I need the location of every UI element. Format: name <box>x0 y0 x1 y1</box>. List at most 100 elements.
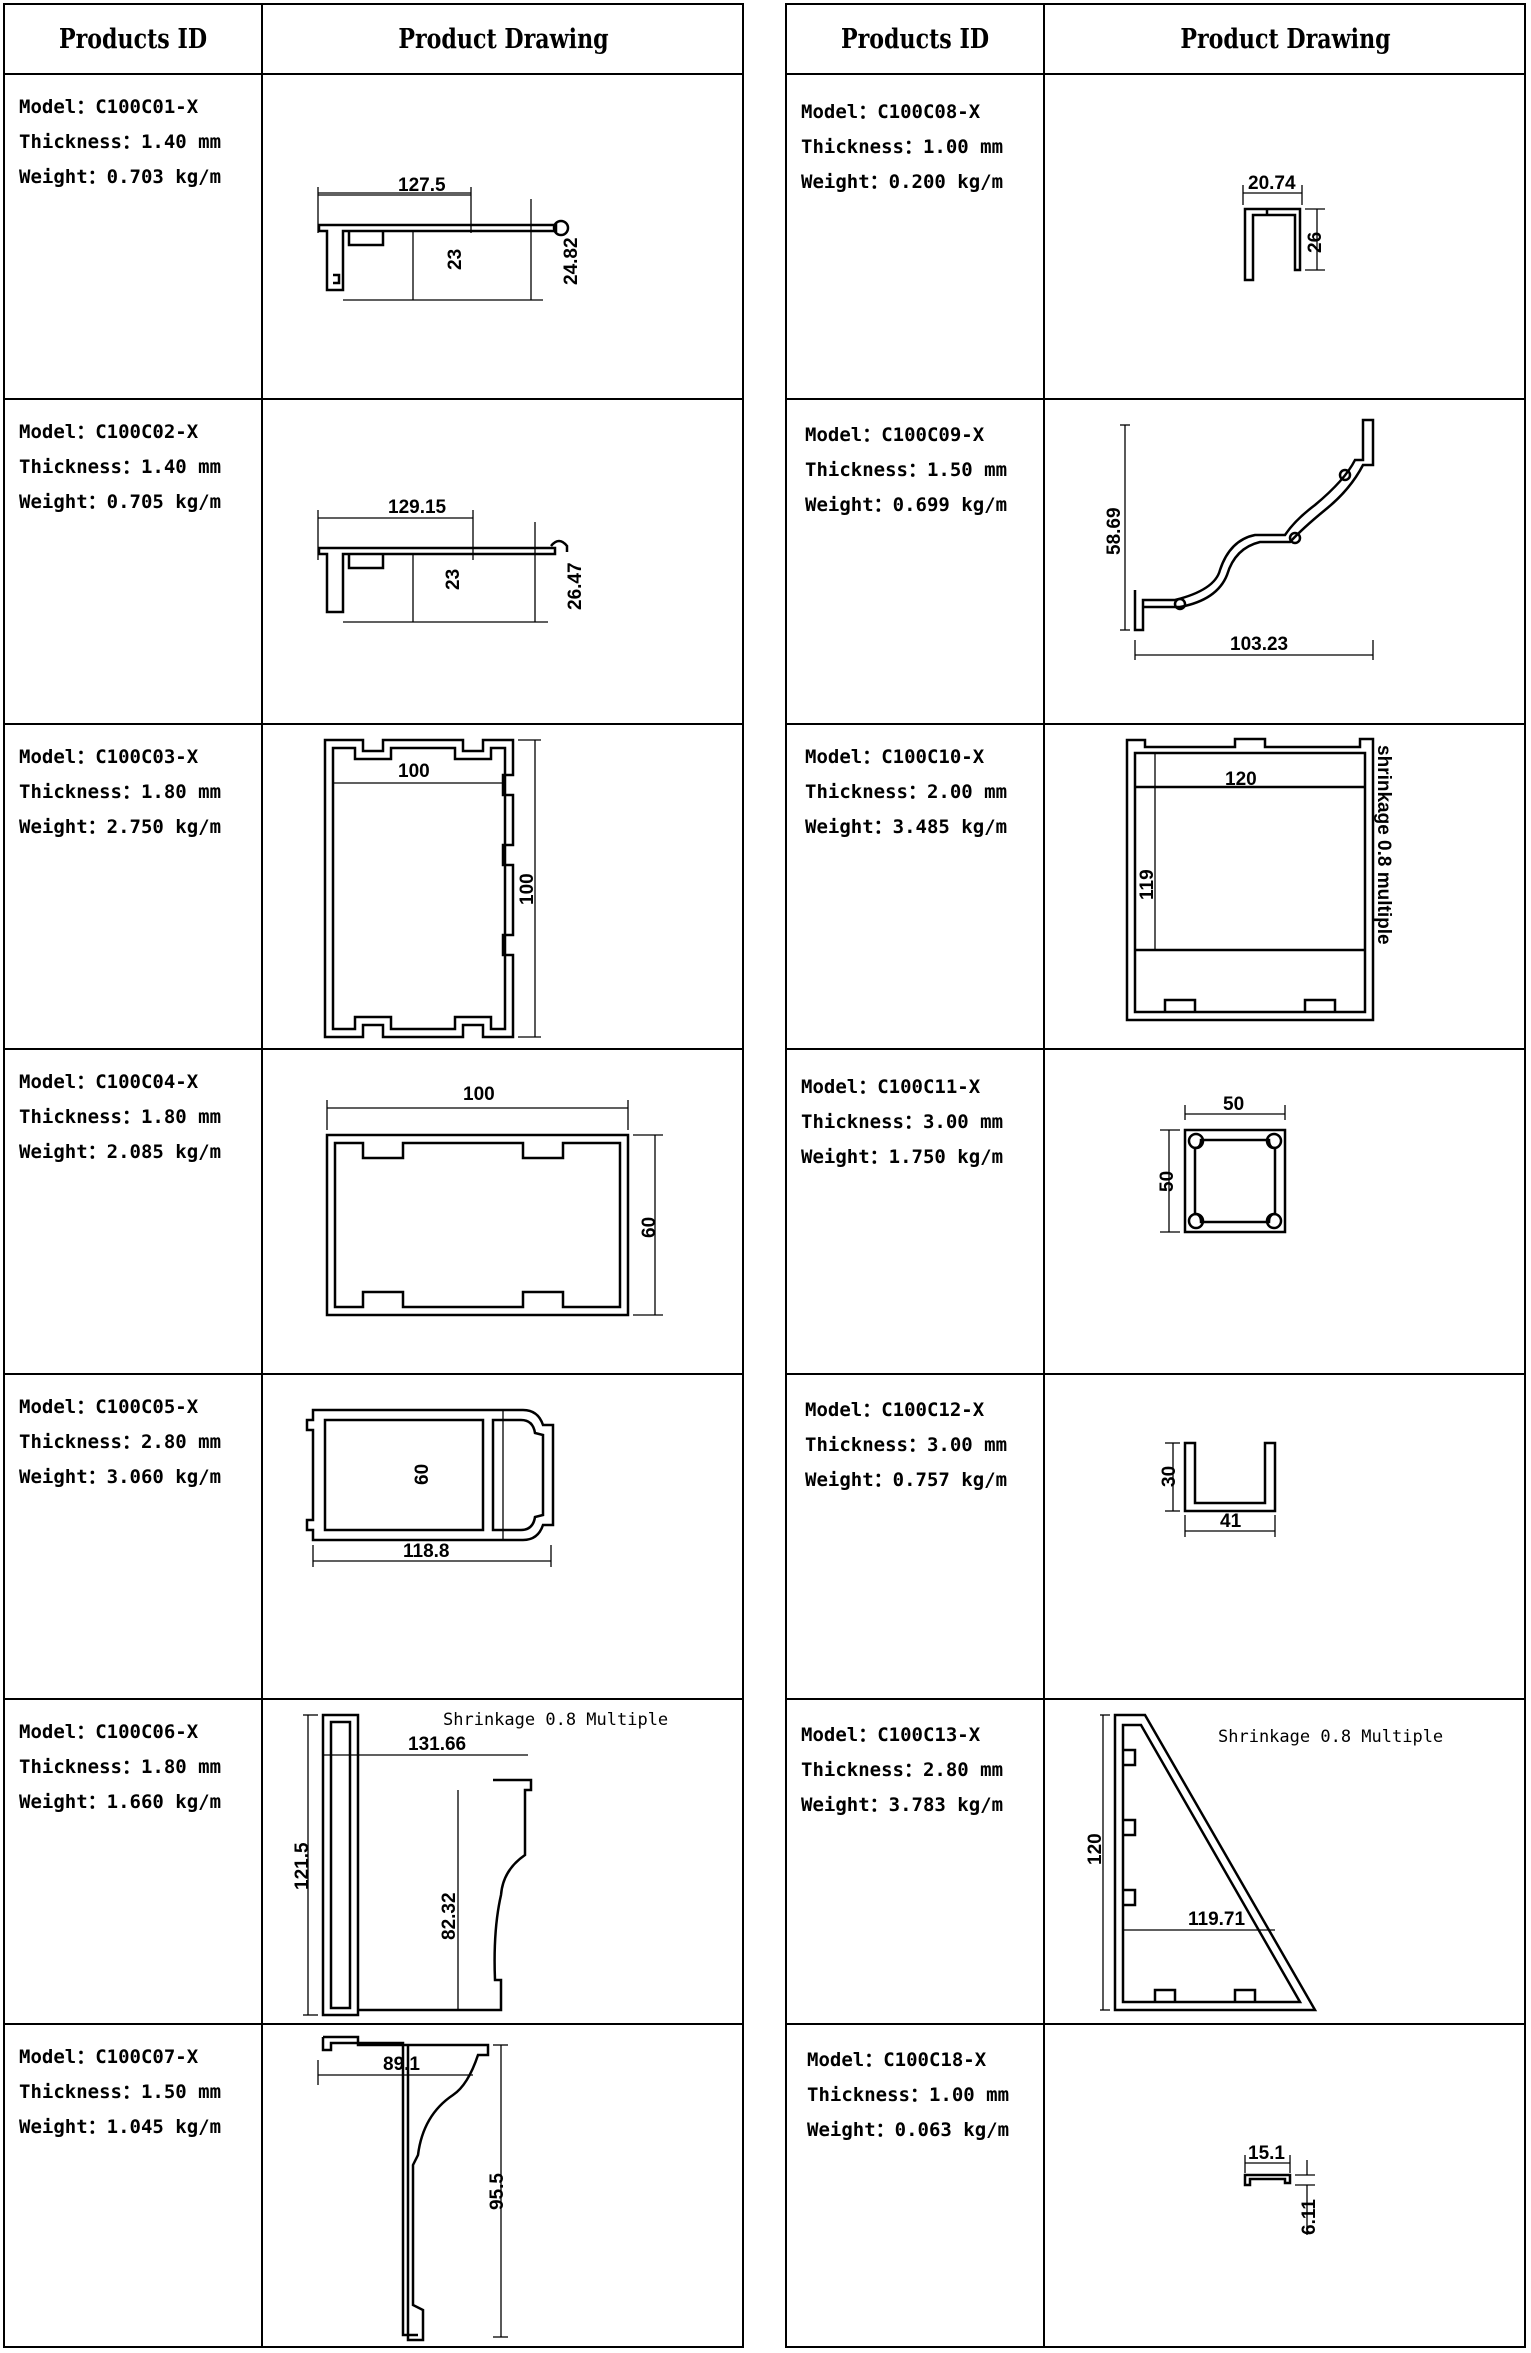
dimension-label: 23 <box>445 249 466 270</box>
model-label: Model：C100C12-X <box>805 1399 985 1421</box>
dimension-label: 30 <box>1159 1466 1180 1487</box>
thickness-label: Thickness：1.80 mm <box>19 1106 222 1128</box>
weight-label: Weight：1.045 kg/m <box>19 2116 222 2138</box>
thickness-label: Thickness：1.50 mm <box>19 2081 222 2103</box>
model-label: Model：C100C10-X <box>805 746 985 768</box>
shrinkage-note: Shrinkage 0.8 Multiple <box>1218 1727 1443 1747</box>
weight-label: Weight：0.757 kg/m <box>805 1469 1008 1491</box>
dimension-label: 100 <box>398 761 430 782</box>
dimension-label: 24.82 <box>561 237 582 285</box>
column-divider <box>261 5 263 2346</box>
dimension-label: 100 <box>463 1084 495 1105</box>
weight-label: Weight：0.699 kg/m <box>805 494 1008 516</box>
header-products-id: Products ID <box>58 23 208 55</box>
dimension-label: 58.69 <box>1104 507 1125 555</box>
thickness-label: Thickness：1.00 mm <box>801 136 1004 158</box>
thickness-label: Thickness：2.00 mm <box>805 781 1008 803</box>
thickness-label: Thickness：1.80 mm <box>19 1756 222 1778</box>
right-product-table: Products ID Product Drawing Model：C100C0… <box>785 3 1526 2348</box>
dimension-label: 20.74 <box>1248 173 1296 194</box>
weight-label: Weight：0.703 kg/m <box>19 166 222 188</box>
profile-drawing-c100c09: 58.69 103.23 <box>1104 418 1375 660</box>
dimension-label: 119.71 <box>1188 1909 1245 1930</box>
column-divider <box>1043 5 1045 2346</box>
thickness-label: Thickness：3.00 mm <box>805 1434 1008 1456</box>
dimension-label: 26.47 <box>565 562 586 610</box>
product-info: Model：C100C12-X Thickness：3.00 mm Weight：0… <box>805 1393 1007 1498</box>
thickness-label: Thickness：1.40 mm <box>19 456 222 478</box>
weight-label: Weight：2.085 kg/m <box>19 1141 222 1163</box>
model-label: Model：C100C11-X <box>801 1076 981 1098</box>
product-row-c100c05: Model：C100C05-X Thickness：2.80 mm Weight：3… <box>5 1375 742 1700</box>
left-product-table: Products ID Product Drawing Model：C100C0… <box>3 3 744 2348</box>
thickness-label: Thickness：2.80 mm <box>19 1431 222 1453</box>
thickness-label: Thickness：2.80 mm <box>801 1759 1004 1781</box>
dimension-label: 89.1 <box>383 2054 420 2075</box>
profile-drawing-c100c04: 100 60 <box>325 1084 663 1317</box>
product-drawing: 60 118.8 <box>263 1375 744 1698</box>
profile-drawing-c100c10: 120 119 shrinkage 0.8 multiple <box>1125 737 1394 1022</box>
dimension-label: 120 <box>1085 1833 1106 1865</box>
product-info: Model：C100C07-X Thickness：1.50 mm Weight：1… <box>19 2040 221 2145</box>
weight-label: Weight：3.060 kg/m <box>19 1466 222 1488</box>
dimension-label: 15.1 <box>1248 2143 1285 2164</box>
thickness-label: Thickness：1.40 mm <box>19 131 222 153</box>
weight-label: Weight：0.200 kg/m <box>801 171 1004 193</box>
model-label: Model：C100C01-X <box>19 96 199 118</box>
header-product-drawing: Product Drawing <box>1180 23 1391 55</box>
product-drawing: Shrinkage 0.8 Multiple 131.66 121.5 82.3… <box>263 1700 744 2023</box>
dimension-label: 60 <box>412 1464 433 1485</box>
weight-label: Weight：3.783 kg/m <box>801 1794 1004 1816</box>
product-drawing: 15.1 6.11 <box>1045 2025 1526 2348</box>
weight-label: Weight：0.063 kg/m <box>807 2119 1010 2141</box>
weight-label: Weight：2.750 kg/m <box>19 816 222 838</box>
dimension-label: 121.5 <box>292 1842 313 1890</box>
model-label: Model：C100C05-X <box>19 1396 199 1418</box>
table-header: Products ID Product Drawing <box>5 5 742 75</box>
product-drawing: 100 60 <box>263 1050 744 1373</box>
model-label: Model：C100C07-X <box>19 2046 199 2068</box>
dimension-label: 120 <box>1225 769 1257 790</box>
dimension-label: 50 <box>1157 1171 1178 1192</box>
dimension-label: 127.5 <box>398 175 446 196</box>
dimension-label: 23 <box>443 569 464 590</box>
dimension-label: 60 <box>639 1217 660 1238</box>
profile-drawing-c100c18: 15.1 6.11 <box>1243 2143 1320 2235</box>
weight-label: Weight：3.485 kg/m <box>805 816 1008 838</box>
product-drawing: 58.69 103.23 <box>1045 400 1526 723</box>
profile-drawing-c100c01: 127.5 23 24.82 <box>317 175 582 301</box>
thickness-label: Thickness：1.80 mm <box>19 781 222 803</box>
product-drawing: 129.15 23 26.47 <box>263 400 744 723</box>
product-drawing: 50 50 <box>1045 1050 1526 1373</box>
profile-drawing-c100c05: 60 118.8 <box>305 1408 555 1567</box>
product-drawing: 100 100 <box>263 725 744 1048</box>
shrinkage-note: Shrinkage 0.8 Multiple <box>443 1710 668 1730</box>
dimension-label: 131.66 <box>408 1734 466 1755</box>
table-header: Products ID Product Drawing <box>787 5 1524 75</box>
thickness-label: Thickness：3.00 mm <box>801 1111 1004 1133</box>
thickness-label: Thickness：1.50 mm <box>805 459 1008 481</box>
profile-drawing-c100c03: 100 100 <box>323 738 541 1039</box>
dimension-label: 119 <box>1137 869 1158 900</box>
product-drawing: 120 119 shrinkage 0.8 multiple <box>1045 725 1526 1048</box>
product-info: Model：C100C05-X Thickness：2.80 mm Weight：3… <box>19 1390 221 1495</box>
profile-drawing-c100c02: 129.15 23 26.47 <box>317 497 586 623</box>
weight-label: Weight：1.660 kg/m <box>19 1791 222 1813</box>
product-info: Model：C100C10-X Thickness：2.00 mm Weight：3… <box>805 740 1007 845</box>
profile-drawing-c100c08: 20.74 26 <box>1242 173 1326 282</box>
dimension-label: 41 <box>1220 1511 1242 1532</box>
shrinkage-note: shrinkage 0.8 multiple <box>1373 745 1394 945</box>
profile-drawing-c100c06: Shrinkage 0.8 Multiple 131.66 121.5 82.3… <box>292 1710 668 2017</box>
dimension-label: 50 <box>1223 1094 1244 1115</box>
